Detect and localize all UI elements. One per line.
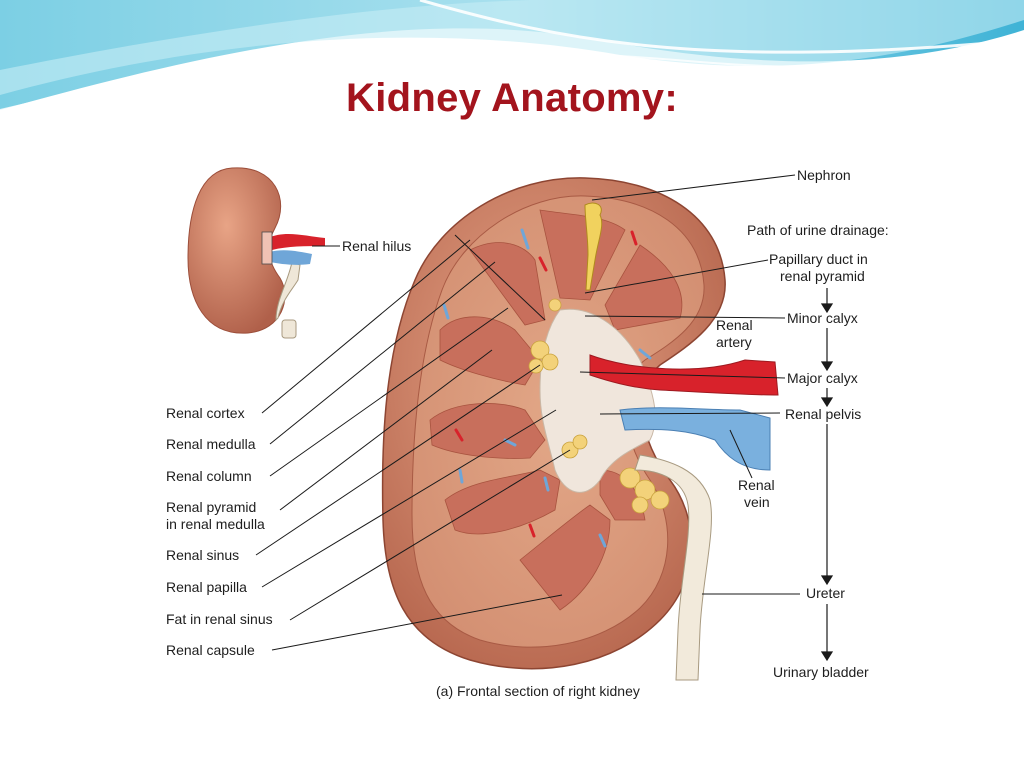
vessel-labels: Renal artery Renal vein bbox=[716, 317, 775, 510]
left-labels: Renal cortex Renal medulla Renal column … bbox=[166, 405, 273, 658]
renal-capsule-label: Renal capsule bbox=[166, 642, 255, 658]
renal-artery-label: Renal bbox=[716, 317, 753, 333]
interlobar-vessels bbox=[442, 228, 652, 548]
major-calyx-label: Major calyx bbox=[787, 370, 858, 386]
diagram-caption: (a) Frontal section of right kidney bbox=[436, 683, 640, 699]
renal-column-label: Renal column bbox=[166, 468, 252, 484]
papillary-duct-label: Papillary duct in bbox=[769, 251, 868, 267]
renal-vein bbox=[619, 407, 771, 471]
renal-medulla-label: Renal medulla bbox=[166, 436, 256, 452]
renal-pyramid-label: Renal pyramid bbox=[166, 499, 256, 515]
urinary-bladder-label: Urinary bladder bbox=[773, 664, 869, 680]
slide-banner bbox=[0, 0, 1024, 130]
slide-title: Kidney Anatomy: bbox=[346, 76, 678, 120]
minor-calyx-label: Minor calyx bbox=[787, 310, 858, 326]
renal-hilus-label: Renal hilus bbox=[342, 238, 411, 254]
ureter bbox=[634, 454, 712, 681]
fat-in-renal-sinus-label: Fat in renal sinus bbox=[166, 611, 273, 627]
renal-artery-label-line2: artery bbox=[716, 334, 752, 350]
renal-pyramids bbox=[429, 209, 683, 611]
kidney-section bbox=[381, 177, 779, 681]
left-leader-lines bbox=[255, 234, 571, 651]
renal-pyramid-label-line2: in renal medulla bbox=[166, 516, 265, 532]
nephron bbox=[584, 202, 603, 291]
path-of-urine-drainage-heading: Path of urine drainage: bbox=[747, 222, 889, 238]
renal-papilla-label: Renal papilla bbox=[166, 579, 247, 595]
kidney-inset: Renal hilus bbox=[187, 167, 411, 339]
right-leader-lines bbox=[579, 174, 800, 595]
renal-vein-label-line2: vein bbox=[744, 494, 770, 510]
renal-sinus-label: Renal sinus bbox=[166, 547, 239, 563]
nephron-label: Nephron bbox=[797, 167, 851, 183]
ureter-label: Ureter bbox=[806, 585, 845, 601]
right-labels: Nephron Path of urine drainage: Papillar… bbox=[747, 167, 889, 680]
drainage-arrows bbox=[820, 288, 834, 662]
renal-vein-label: Renal bbox=[738, 477, 775, 493]
papillary-duct-label-line2: renal pyramid bbox=[780, 268, 865, 284]
renal-pelvis-label: Renal pelvis bbox=[785, 406, 861, 422]
renal-cortex-label: Renal cortex bbox=[166, 405, 245, 421]
